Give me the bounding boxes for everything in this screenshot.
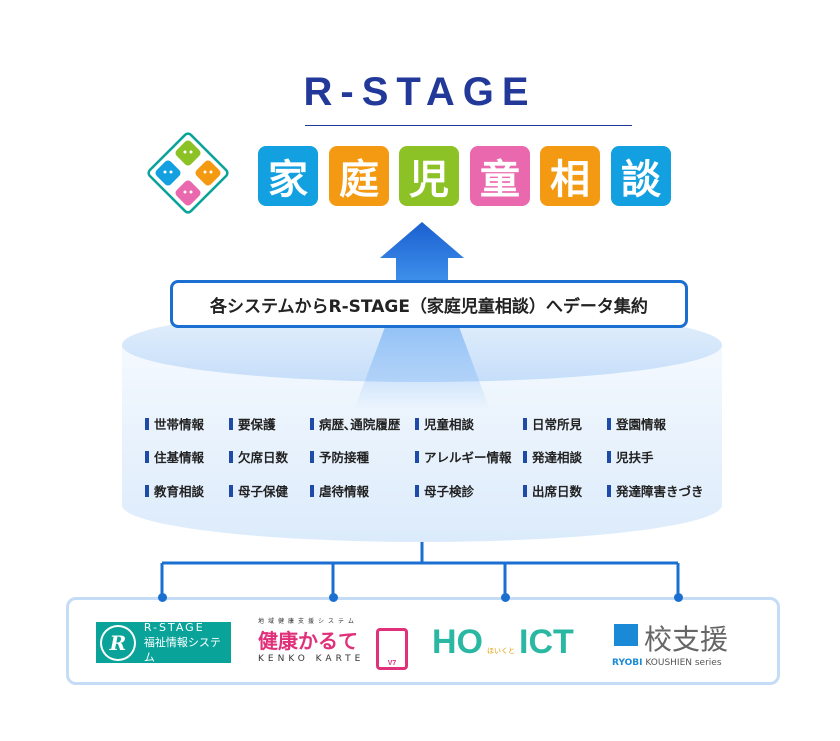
school-building-icon bbox=[614, 624, 638, 646]
logo-series: KOUSHIEN series bbox=[645, 658, 722, 668]
title-tile-4: 童 bbox=[470, 146, 530, 206]
title-tile-2: 庭 bbox=[329, 146, 389, 206]
bullet-icon bbox=[145, 450, 149, 463]
item-label: アレルギー情報 bbox=[424, 450, 512, 465]
item-label: 世帯情報 bbox=[154, 417, 205, 432]
tile-char: 児 bbox=[409, 157, 449, 203]
data-item: 母子保健 bbox=[229, 481, 288, 500]
data-item: 登園情報 bbox=[607, 414, 666, 433]
bullet-icon bbox=[523, 450, 527, 463]
item-label: 児扶手 bbox=[616, 450, 654, 465]
version: V7 bbox=[387, 660, 397, 667]
item-label: 母子検診 bbox=[424, 484, 475, 499]
logo-right: ICT bbox=[519, 622, 574, 661]
data-item: 虐待情報 bbox=[310, 481, 369, 500]
item-label: 日常所見 bbox=[532, 417, 583, 432]
data-item: 出席日数 bbox=[523, 481, 582, 500]
bullet-icon bbox=[229, 484, 233, 497]
bullet-icon bbox=[415, 484, 419, 497]
data-item: 発達障害きづき bbox=[607, 481, 704, 500]
logo-main: 健康かるて bbox=[258, 629, 358, 653]
data-item: 教育相談 bbox=[145, 481, 204, 500]
item-label: 教育相談 bbox=[154, 484, 205, 499]
data-item: アレルギー情報 bbox=[415, 447, 512, 466]
bullet-icon bbox=[607, 484, 611, 497]
bullet-icon bbox=[229, 450, 233, 463]
item-label: 住基情報 bbox=[154, 450, 205, 465]
item-label: 登園情報 bbox=[616, 417, 667, 432]
data-item: 世帯情報 bbox=[145, 414, 204, 433]
tile-char: 相 bbox=[550, 157, 590, 203]
logo-sub: ほいくと bbox=[487, 648, 515, 655]
data-item: 病歴､通院履歴 bbox=[310, 414, 400, 433]
connector-dot bbox=[329, 593, 338, 602]
tile-char: 談 bbox=[621, 157, 661, 203]
tile-char: 童 bbox=[480, 157, 520, 203]
title-tile-5: 相 bbox=[540, 146, 600, 206]
item-label: 出席日数 bbox=[532, 484, 583, 499]
title-tile-1: 家 bbox=[258, 146, 318, 206]
item-label: 予防接種 bbox=[319, 450, 370, 465]
bullet-icon bbox=[229, 417, 233, 430]
data-item: 母子検診 bbox=[415, 481, 474, 500]
bullet-icon bbox=[310, 417, 314, 430]
logo-sub: 地域健康支援システム bbox=[258, 618, 358, 625]
data-item: 日常所見 bbox=[523, 414, 582, 433]
bullet-icon bbox=[310, 450, 314, 463]
bullet-icon bbox=[310, 484, 314, 497]
r-emblem-icon: R bbox=[100, 624, 136, 661]
data-item: 住基情報 bbox=[145, 447, 204, 466]
bullet-icon bbox=[415, 417, 419, 430]
koushien-logo: 校支援 RYOBI KOUSHIEN series bbox=[612, 618, 752, 668]
tile-char: 家 bbox=[268, 157, 308, 203]
bullet-icon bbox=[415, 450, 419, 463]
data-item: 欠席日数 bbox=[229, 447, 288, 466]
item-label: 虐待情報 bbox=[319, 484, 370, 499]
data-item: 発達相談 bbox=[523, 447, 582, 466]
item-label: 発達障害きづき bbox=[616, 484, 704, 499]
item-label: 欠席日数 bbox=[238, 450, 289, 465]
bullet-icon bbox=[145, 484, 149, 497]
logo-line1: R-STAGE bbox=[143, 621, 205, 634]
family-logo-icon bbox=[147, 132, 229, 214]
bullet-icon bbox=[607, 417, 611, 430]
connector-dot bbox=[501, 593, 510, 602]
title-tile-6: 談 bbox=[611, 146, 671, 206]
title-underline bbox=[305, 125, 632, 126]
data-item: 児扶手 bbox=[607, 447, 654, 466]
item-label: 児童相談 bbox=[424, 417, 475, 432]
aggregation-banner: 各システムからR-STAGE（家庭児童相談）へデータ集約 bbox=[170, 280, 688, 328]
kenko-karte-logo: 地域健康支援システム 健康かるて KENKO KARTE V7 bbox=[258, 616, 408, 670]
rstage-welfare-logo: R R-STAGE 福祉情報システム bbox=[96, 621, 231, 664]
logo-roman: KENKO KARTE bbox=[258, 654, 365, 664]
title-tile-3: 児 bbox=[399, 146, 459, 206]
connector-dot bbox=[674, 593, 683, 602]
logo-line2: 福祉情報システム bbox=[143, 636, 221, 664]
item-label: 病歴､通院履歴 bbox=[319, 417, 401, 432]
bullet-icon bbox=[607, 450, 611, 463]
connector-dot bbox=[158, 593, 167, 602]
logo-main: 校支援 bbox=[644, 623, 729, 656]
plus-cross-icon: V7 bbox=[376, 628, 408, 670]
logo-brand: RYOBI bbox=[612, 658, 643, 668]
data-item: 要保護 bbox=[229, 414, 276, 433]
hoict-logo: HO ほいくと ICT bbox=[432, 622, 574, 662]
rstage-title: R-STAGE bbox=[303, 70, 537, 114]
data-item: 予防接種 bbox=[310, 447, 369, 466]
bullet-icon bbox=[523, 417, 527, 430]
item-label: 発達相談 bbox=[532, 450, 583, 465]
item-label: 要保護 bbox=[238, 417, 276, 432]
item-label: 母子保健 bbox=[238, 484, 289, 499]
logo-left: HO bbox=[432, 622, 483, 661]
bullet-icon bbox=[145, 417, 149, 430]
bullet-icon bbox=[523, 484, 527, 497]
data-item: 児童相談 bbox=[415, 414, 474, 433]
tile-char: 庭 bbox=[339, 157, 379, 203]
